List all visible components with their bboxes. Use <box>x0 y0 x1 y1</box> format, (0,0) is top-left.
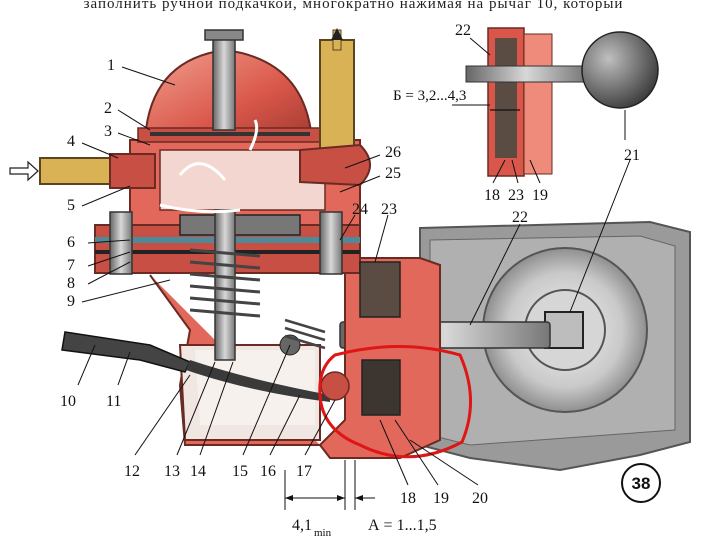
outlet-fitting <box>319 39 355 151</box>
figure-number: 38 <box>632 474 651 493</box>
inset-label-top: 22 <box>455 22 471 39</box>
inlet-fitting <box>39 157 121 185</box>
callout-22: 22 <box>512 209 528 226</box>
callout-labels: 1 2 3 4 5 6 7 8 9 10 11 12 13 14 15 16 1… <box>60 22 640 507</box>
figure-number-badge: 38 <box>621 463 661 503</box>
inset-label-19: 19 <box>532 187 548 204</box>
bottom-dimensions: 4,1 min А = 1...1,5 <box>284 460 437 539</box>
callout-18: 18 <box>400 490 416 507</box>
callout-7: 7 <box>67 257 75 274</box>
inset-label-23: 23 <box>508 187 524 204</box>
callout-26: 26 <box>385 144 401 161</box>
callout-12: 12 <box>124 463 140 480</box>
range-dimension: А = 1...1,5 <box>368 517 437 534</box>
inlet-arrow-icon <box>9 160 39 182</box>
callout-11: 11 <box>106 393 121 410</box>
highlight-circle <box>318 345 472 459</box>
callout-9: 9 <box>67 293 75 310</box>
caption-text: заполнить ручной подкачкой, многократно … <box>83 0 624 12</box>
pump-housing <box>39 28 441 459</box>
callout-15: 15 <box>232 463 248 480</box>
callout-20: 20 <box>472 490 488 507</box>
inset-detail <box>452 27 659 177</box>
callout-6: 6 <box>67 234 75 251</box>
callout-24: 24 <box>352 201 368 218</box>
diaphragm-rod <box>214 209 236 361</box>
callout-23: 23 <box>381 201 397 218</box>
min-gap-subscript: min <box>314 527 332 539</box>
callout-4: 4 <box>67 133 75 150</box>
callout-2: 2 <box>104 100 112 117</box>
callout-17: 17 <box>296 463 312 480</box>
inset-dimension: Б = 3,2...4,3 <box>393 88 466 104</box>
callout-10: 10 <box>60 393 76 410</box>
callout-5: 5 <box>67 197 75 214</box>
engine-block <box>419 220 691 472</box>
callout-1: 1 <box>107 57 115 74</box>
callout-21: 21 <box>624 147 640 164</box>
manual-lever <box>61 331 192 373</box>
callout-8: 8 <box>67 275 75 292</box>
shaft-square <box>544 311 584 349</box>
flow-arrows <box>159 119 259 214</box>
callout-13: 13 <box>164 463 180 480</box>
inset-label-18: 18 <box>484 187 500 204</box>
callout-19: 19 <box>433 490 449 507</box>
callout-14: 14 <box>190 463 206 480</box>
callout-3: 3 <box>104 123 112 140</box>
callout-16: 16 <box>260 463 276 480</box>
callout-25: 25 <box>385 165 401 182</box>
min-gap-value: 4,1 <box>292 517 312 534</box>
diaphragm-spring <box>189 248 261 318</box>
leader-lines <box>77 37 631 486</box>
